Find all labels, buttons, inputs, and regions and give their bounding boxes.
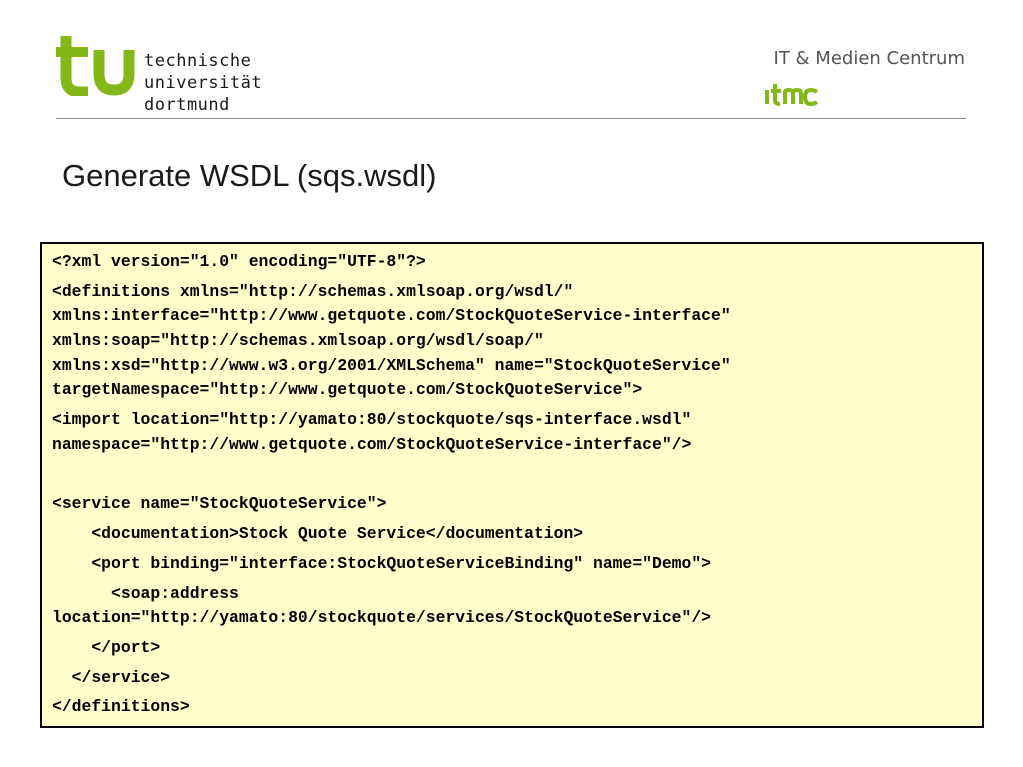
code-line: namespace="http://www.getquote.com/Stock… <box>52 435 692 454</box>
code-line: </service> <box>52 668 171 687</box>
code-line: <port binding="interface:StockQuoteServi… <box>52 554 712 573</box>
itmc-logo-icon <box>765 84 819 107</box>
code-line: </definitions> <box>52 697 190 716</box>
code-line: </port> <box>52 638 161 657</box>
code-line: <service name="StockQuoteService"> <box>52 494 387 513</box>
code-block: <?xml version="1.0" encoding="UTF-8"?> <… <box>40 242 984 728</box>
code-line: location="http://yamato:80/stockquote/se… <box>52 608 712 627</box>
slide-title: Generate WSDL (sqs.wsdl) <box>62 158 437 193</box>
code-line: <documentation>Stock Quote Service</docu… <box>52 524 584 543</box>
university-wordmark: technische universität dortmund <box>144 50 262 116</box>
tu-logo-icon <box>56 36 135 96</box>
code-line: xmlns:xsd="http://www.w3.org/2001/XMLSch… <box>52 356 731 375</box>
header-divider <box>56 118 966 119</box>
code-line: <definitions xmlns="http://schemas.xmlso… <box>52 282 574 301</box>
code-line: <?xml version="1.0" encoding="UTF-8"?> <box>52 252 426 271</box>
code-line: xmlns:interface="http://www.getquote.com… <box>52 306 731 325</box>
university-line: universität <box>144 73 263 93</box>
code-line: xmlns:soap="http://schemas.xmlsoap.org/w… <box>52 331 544 350</box>
code-line: <soap:address <box>52 584 239 603</box>
university-line: technische <box>144 51 252 71</box>
code-line: targetNamespace="http://www.getquote.com… <box>52 380 643 399</box>
code-line: <import location="http://yamato:80/stock… <box>52 410 692 429</box>
university-line: dortmund <box>144 95 230 115</box>
itmc-title: IT & Medien Centrum <box>773 48 965 69</box>
